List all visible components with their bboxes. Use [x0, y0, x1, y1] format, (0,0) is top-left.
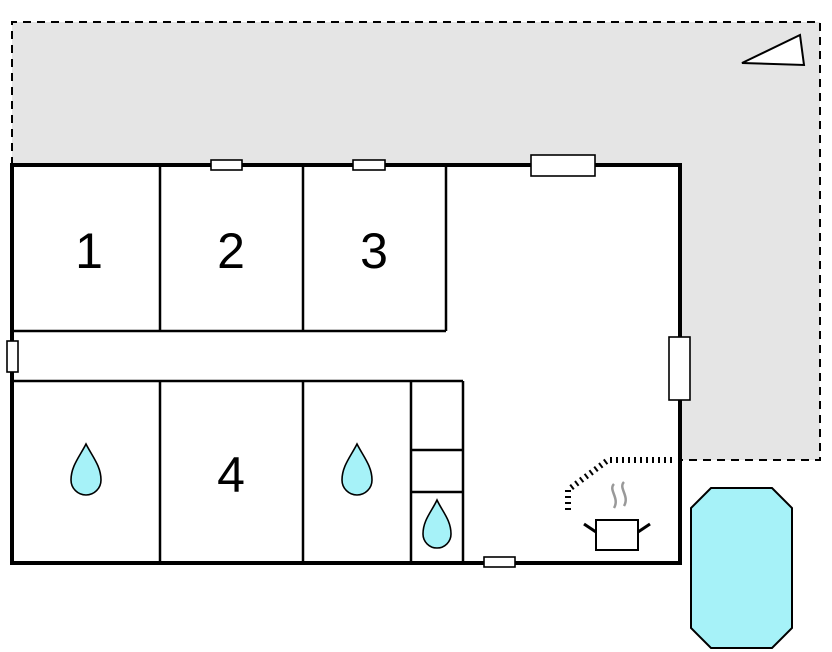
house-floor	[12, 165, 680, 563]
room-label-1: 1	[75, 223, 103, 279]
water-drop-icon	[422, 498, 452, 549]
window	[352, 159, 386, 171]
north-arrow-icon	[741, 33, 806, 67]
inner-walls	[12, 165, 465, 563]
terrace-outline	[11, 21, 821, 461]
room-label-2: 2	[217, 223, 245, 279]
terrace-area	[12, 22, 820, 460]
cooking-pot-icon	[583, 481, 651, 551]
room-label-4: 4	[217, 447, 245, 503]
water-drop-icon	[341, 442, 373, 496]
openings	[6, 154, 691, 568]
water-drop-icon	[70, 442, 102, 496]
window	[210, 159, 243, 171]
room-label-3: 3	[360, 223, 388, 279]
kitchen-counter	[565, 457, 672, 512]
door	[6, 340, 19, 373]
window	[530, 154, 596, 177]
door	[483, 556, 516, 568]
window	[668, 336, 691, 401]
swimming-pool-icon	[690, 487, 793, 649]
